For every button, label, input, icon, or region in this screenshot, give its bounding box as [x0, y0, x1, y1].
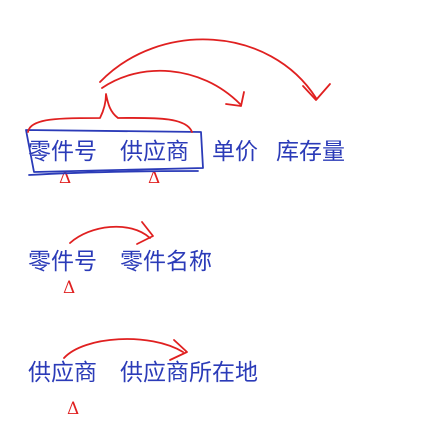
attr-part-no: 零件号: [28, 139, 97, 165]
dependency-arrow-part-name: [69, 225, 151, 244]
key-marker: Δ: [148, 168, 161, 188]
attr-part-no: 零件号: [28, 249, 97, 275]
key-marker: Δ: [67, 399, 80, 419]
dependency-arrow-supplier-location: [63, 338, 184, 359]
attr-supplier-location: 供应商所在地: [120, 360, 258, 386]
attr-unit-price: 单价: [212, 139, 258, 165]
dependency-arrow-stock-qty: [99, 38, 317, 99]
key-group-brace: [27, 93, 193, 133]
key-marker: Δ: [63, 278, 76, 298]
arrow-head: [136, 221, 154, 245]
attr-supplier: 供应商: [120, 139, 189, 165]
composite-key-box: [25, 129, 204, 173]
arrow-head: [169, 339, 188, 361]
arrow-head: [225, 91, 245, 107]
arrow-head: [302, 83, 331, 101]
dependency-arrow-unit-price: [101, 69, 241, 105]
attr-stock-qty: 库存量: [276, 139, 345, 165]
composite-key-box-underline: [28, 170, 199, 176]
attr-supplier: 供应商: [28, 360, 97, 386]
attr-part-name: 零件名称: [120, 249, 212, 275]
